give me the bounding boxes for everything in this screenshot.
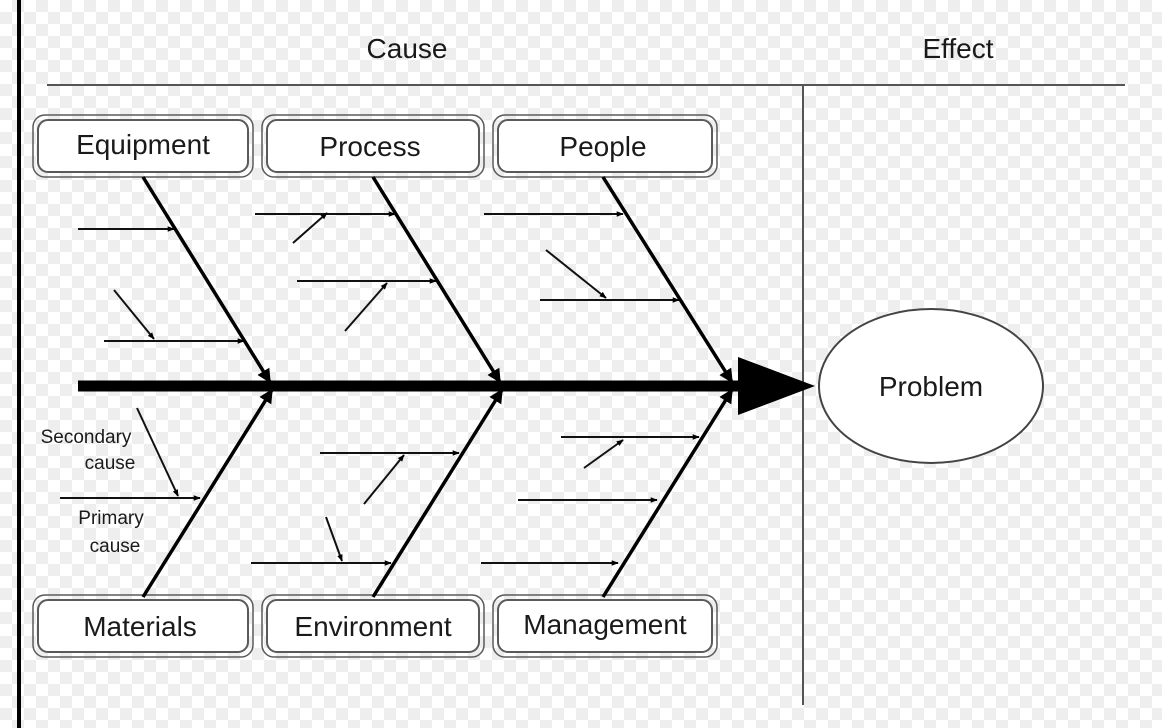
category-materials: Materials bbox=[32, 594, 254, 658]
effect-header: Effect bbox=[922, 33, 993, 64]
secondary-cause-arrow bbox=[113, 289, 155, 340]
secondary-cause-annotation: Secondary cause bbox=[41, 427, 136, 474]
category-management-label: Management bbox=[523, 609, 687, 640]
secondary-cause-arrow bbox=[545, 249, 607, 299]
category-people-label: People bbox=[559, 131, 646, 162]
bone-equipment bbox=[141, 176, 272, 384]
category-equipment: Equipment bbox=[32, 114, 254, 178]
primary-cause-label-line1: Primary bbox=[78, 508, 144, 529]
bone-process bbox=[371, 176, 502, 384]
secondary-cause-arrow bbox=[344, 282, 388, 332]
bone-environment bbox=[371, 388, 504, 598]
bone-materials bbox=[141, 388, 274, 598]
left-border bbox=[17, 0, 21, 728]
primary-cause-label-line2: cause bbox=[90, 536, 141, 557]
category-equipment-label: Equipment bbox=[76, 129, 210, 160]
category-environment: Environment bbox=[261, 594, 485, 658]
secondary-cause-arrow bbox=[325, 516, 343, 562]
secondary-cause-label-line2: cause bbox=[85, 453, 136, 474]
bone-people bbox=[601, 176, 734, 384]
category-environment-label: Environment bbox=[294, 611, 451, 642]
category-people: People bbox=[492, 114, 718, 178]
cause-header: Cause bbox=[367, 33, 448, 64]
secondary-cause-arrow bbox=[136, 407, 179, 497]
bone-management bbox=[601, 388, 734, 598]
category-process-label: Process bbox=[319, 131, 420, 162]
secondary-cause-label-line1: Secondary bbox=[41, 427, 132, 448]
category-process: Process bbox=[261, 114, 485, 178]
secondary-cause-arrow bbox=[363, 454, 405, 505]
spine-arrowhead-icon bbox=[738, 357, 815, 415]
category-materials-label: Materials bbox=[83, 611, 197, 642]
category-management: Management bbox=[492, 594, 718, 658]
primary-cause-annotation: Primary cause bbox=[78, 508, 144, 557]
effect-problem: Problem bbox=[818, 308, 1044, 464]
secondary-cause-arrow bbox=[292, 212, 328, 244]
effect-problem-label: Problem bbox=[879, 371, 983, 402]
secondary-cause-arrow bbox=[583, 439, 624, 469]
